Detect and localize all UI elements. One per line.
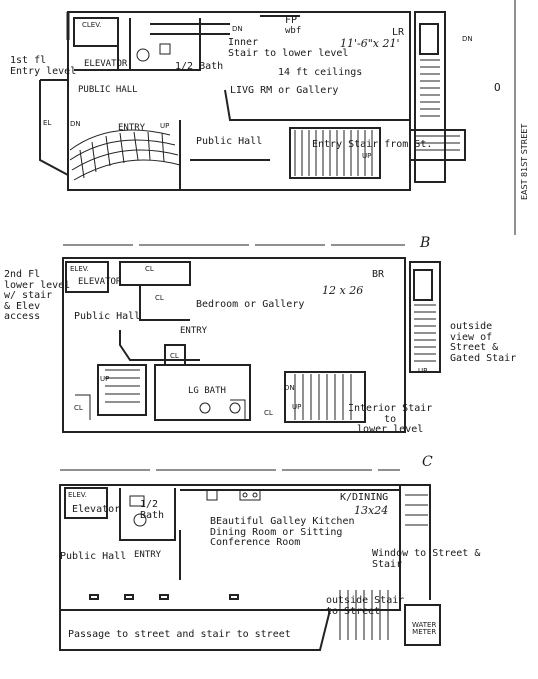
floor3-entry-label: ENTRY xyxy=(134,550,162,560)
floor2-cl3: CL xyxy=(170,352,179,360)
floor3-dimensions: 13x24 xyxy=(354,504,389,517)
floor1-dimensions: 11'-6"x 21' xyxy=(340,37,400,50)
floor1-public-hall-label: PUBLIC HALL xyxy=(78,85,138,95)
floor1-living-label: LIVG RM or Gallery xyxy=(230,85,339,96)
floor2-stair-treads xyxy=(75,304,436,420)
floor3-kdining-label: K/DINING xyxy=(340,492,389,503)
floor2-walls xyxy=(62,244,441,433)
floor2-lg-bath-label: LG BATH xyxy=(188,386,226,396)
floor1-side-label: 1st fl Entry level xyxy=(10,55,77,77)
floor1-elev-box: CLEV. xyxy=(82,21,102,29)
floor1-wbf-label: wbf xyxy=(285,26,302,36)
floor1-elevator-label: ELEVATOR xyxy=(84,59,128,69)
floor2-up3: UP xyxy=(418,367,428,375)
floor3-marker: C xyxy=(422,454,433,470)
floor2-elev-box: ELEV. xyxy=(70,265,89,273)
floor1-inner-stair-label: Inner Stair to lower level xyxy=(228,37,349,59)
floor3-elevator-label: Elevator xyxy=(72,504,121,515)
floor1-dn-left: DN xyxy=(70,120,81,128)
floor2-elevator-label: ELEVATOR xyxy=(78,277,122,287)
floor1-public-hall-2: Public Hall xyxy=(196,136,263,147)
floor1-stair-treads xyxy=(69,43,460,181)
floor2-dn: DN xyxy=(284,384,295,392)
floor3-kitchen-label: BEautiful Galley Kitchen Dining Room or … xyxy=(210,516,355,548)
floor1-entry-stair-label: Entry Stair from St. xyxy=(312,139,433,150)
floor3-outside-stair-label: outside Stair to Street xyxy=(326,595,405,617)
floor3-elev-box: ELEV. xyxy=(68,491,87,499)
floor1-circle-mark: O xyxy=(494,81,501,94)
floor1-up-label: UP xyxy=(160,122,170,130)
floor2-cl4: CL xyxy=(74,404,83,412)
floor1-dn-right: DN xyxy=(462,35,473,43)
floor2-up: UP xyxy=(100,375,110,383)
floor1-up-stair: UP xyxy=(362,152,372,160)
floor2-dimensions: 12 x 26 xyxy=(322,284,364,297)
floor1-el-label: EL xyxy=(43,119,52,127)
floor2-up2: UP xyxy=(292,403,302,411)
floor1-entry-label: ENTRY xyxy=(118,123,146,133)
floor2-bedroom-label: Bedroom or Gallery xyxy=(196,299,305,310)
floor2-cl1: CL xyxy=(145,265,154,273)
floor2-cl2: CL xyxy=(155,294,164,302)
floor3-water-meter-label: WATER METER xyxy=(412,621,437,637)
floor2-cl5: CL xyxy=(264,409,273,417)
floor1-lr-label: LR xyxy=(392,27,405,38)
floor2-entry-label: ENTRY xyxy=(180,326,208,336)
floor3-window-label: Window to Street & Stair xyxy=(372,548,481,570)
floor3-passage-label: Passage to street and stair to street xyxy=(68,629,291,640)
floor1-dn-top: DN xyxy=(232,25,243,33)
floor1-half-bath-label: 1/2 Bath xyxy=(175,61,224,72)
floor1-walls xyxy=(39,11,466,191)
floor2-public-hall-label: Public Hall xyxy=(74,311,141,322)
floor3-public-hall-label: Public Hall xyxy=(60,551,127,562)
floor2-outside-view-label: outside view of Street & Gated Stair xyxy=(450,321,517,364)
floor1-fp-label: FP xyxy=(285,15,298,26)
floor1-ceilings-label: 14 ft ceilings xyxy=(278,67,363,78)
floor3-details xyxy=(129,489,428,640)
floor3-half-bath-label: 1/2 Bath xyxy=(140,499,165,521)
floor2-br-label: BR xyxy=(372,269,385,280)
floor2-marker: B xyxy=(420,235,431,251)
floor2-side-label: 2nd Fl lower level w/ stair & Elev acces… xyxy=(4,269,71,322)
floor2-interior-stair-label: Interior Stair to lower level xyxy=(348,403,433,435)
street-label: EAST 81ST STREET xyxy=(520,123,529,200)
